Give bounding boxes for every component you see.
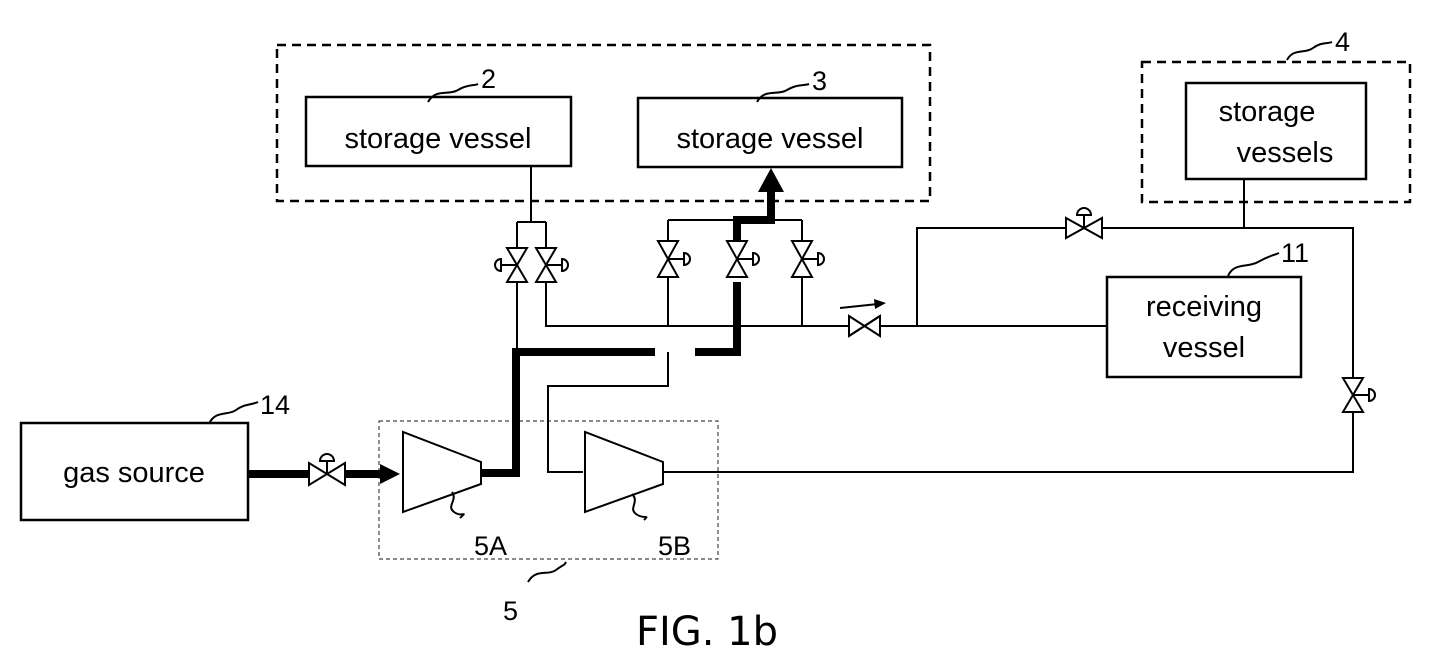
storage-vessel-2-label: storage vessel — [345, 123, 532, 155]
storage-vessels-4-label-line1: storage — [1219, 96, 1316, 128]
ref-4-leader — [1287, 42, 1332, 60]
receiving-vessel-11-label-line2: vessel — [1163, 332, 1245, 364]
compressor-5b-icon — [585, 432, 663, 512]
ref-5a: 5A — [474, 531, 507, 561]
check-valve-icon — [840, 299, 886, 336]
ref-11-leader — [1228, 253, 1279, 276]
receiving-vessel-11-label-line1: receiving — [1146, 291, 1262, 323]
figure-title: FIG. 1b — [636, 609, 778, 655]
valve-right-vertical-icon — [1343, 378, 1375, 412]
ref-11: 11 — [1281, 238, 1309, 268]
ref-4: 4 — [1335, 27, 1350, 57]
ref-14-leader — [209, 402, 258, 424]
valve-mid-b-icon — [727, 241, 759, 277]
ref-5a-leader — [451, 492, 464, 518]
valve-mid-a-icon — [658, 241, 690, 277]
gas-source-14-label: gas source — [63, 457, 205, 489]
ref-14: 14 — [260, 390, 290, 420]
storage-vessels-4-label-line2: vessels — [1237, 137, 1334, 169]
valve-top-right-icon — [1066, 208, 1102, 238]
storage-vessel-3-label: storage vessel — [677, 123, 864, 155]
ref-5: 5 — [503, 596, 518, 626]
ref-3: 3 — [812, 66, 827, 96]
valve-left-b-icon — [536, 248, 568, 282]
ref-5-leader — [528, 562, 566, 582]
ref-5b-leader — [632, 494, 646, 520]
valve-gas-source-icon — [309, 454, 345, 485]
ref-5b: 5B — [658, 531, 691, 561]
valve-mid-c-icon — [792, 241, 824, 277]
compressor-5a-icon — [403, 432, 481, 512]
valve-left-a-icon — [495, 248, 527, 282]
ref-2: 2 — [481, 64, 496, 94]
